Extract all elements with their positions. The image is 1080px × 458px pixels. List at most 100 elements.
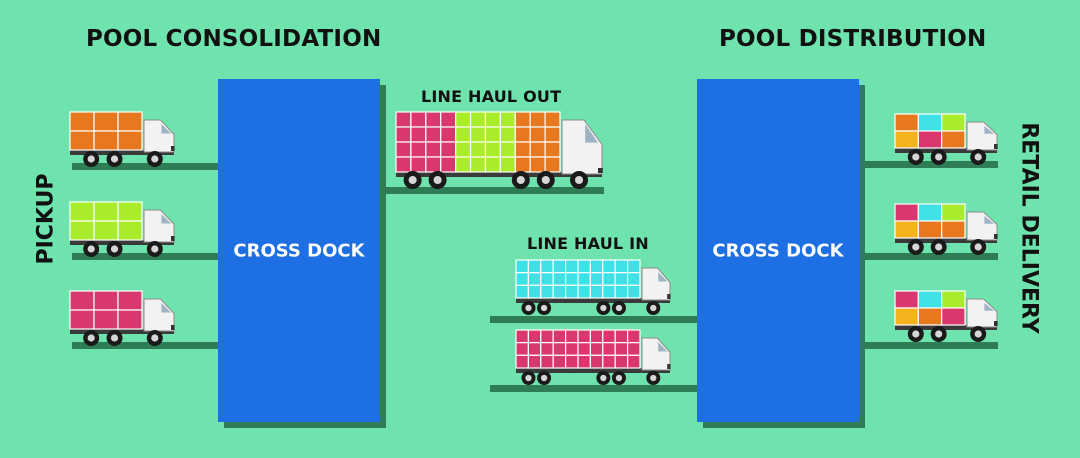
wheel-hub (87, 245, 95, 253)
cargo-box (455, 156, 472, 173)
cargo-box (602, 329, 616, 344)
truck-window (658, 342, 668, 352)
cargo-box (614, 284, 629, 299)
wheel-hub (516, 175, 525, 185)
cargo-box (917, 220, 943, 239)
cargo-box (117, 309, 143, 330)
retail-delivery-truck (894, 203, 998, 255)
cargo-box (552, 354, 567, 369)
cargo-box (614, 329, 629, 344)
line-haul-out-label: LINE HAUL OUT (421, 87, 562, 106)
truck-cab (966, 121, 998, 151)
cargo-box (602, 342, 616, 356)
wheel-hub (650, 304, 657, 312)
cargo-box (894, 203, 919, 222)
cargo-box (425, 126, 442, 143)
cargo-box (589, 342, 604, 356)
cargo-box (93, 309, 119, 330)
cargo-box (894, 290, 919, 309)
cargo-box (117, 111, 143, 132)
cargo-box (515, 259, 529, 274)
cargo-box (440, 156, 457, 173)
cargo-box (499, 111, 516, 128)
line-haul-out-truck (395, 111, 603, 189)
cargo-box (410, 126, 427, 143)
line-haul-out-road (378, 187, 604, 194)
cargo-box (69, 220, 95, 241)
cargo-box (425, 156, 442, 173)
wheel-hub (600, 304, 607, 312)
cargo-box (614, 272, 629, 286)
cargo-box (69, 201, 95, 222)
truck-window (984, 126, 994, 134)
pool-distribution-heading: POOL DISTRIBUTION (719, 26, 987, 52)
cargo-box (626, 272, 641, 286)
cargo-box (410, 111, 427, 128)
cargo-box (894, 130, 919, 149)
cargo-box (469, 126, 487, 143)
line-haul-in-road-1 (490, 316, 700, 323)
cargo-box (564, 272, 579, 286)
cargo-box (894, 307, 919, 326)
cargo-box (529, 126, 546, 143)
cargo-box (410, 156, 427, 173)
cargo-box (469, 156, 487, 173)
truck-chassis (895, 148, 997, 153)
left-cross-dock-label: CROSS DOCK (233, 240, 365, 261)
wheel-hub (151, 334, 159, 342)
cargo-box (941, 130, 966, 149)
cargo-box (527, 329, 542, 344)
cargo-box (117, 290, 143, 311)
cargo-box (514, 126, 531, 143)
wheel-hub (974, 330, 982, 338)
wheel-hub (974, 243, 982, 251)
truck-window (984, 303, 994, 311)
wheel-hub (110, 245, 119, 253)
cargo-box (626, 284, 641, 299)
truck-chassis (396, 172, 602, 177)
cargo-box (514, 111, 531, 128)
cargo-box (410, 141, 427, 158)
cargo-box (499, 141, 516, 158)
cargo-box (117, 220, 143, 241)
pickup-road-1 (72, 163, 220, 170)
cargo-box (626, 342, 641, 356)
retail-road-3 (858, 342, 998, 349)
cargo-box (577, 354, 591, 369)
cargo-box (469, 141, 487, 158)
truck-window (585, 124, 598, 143)
cargo-box (540, 329, 554, 344)
line-haul-in-label: LINE HAUL IN (527, 234, 649, 253)
cargo-box (614, 354, 629, 369)
cargo-box (499, 126, 516, 143)
truck-chassis (895, 238, 997, 243)
wheel-hub (151, 155, 159, 163)
line-haul-in-truck (515, 329, 671, 385)
cargo-box (527, 259, 542, 274)
right-cross-dock: CROSS DOCK (697, 79, 859, 422)
cargo-box (69, 290, 95, 311)
cargo-box (484, 156, 501, 173)
truck-chassis (516, 298, 670, 303)
truck-chassis (516, 368, 670, 373)
cargo-box (544, 156, 561, 173)
cargo-box (425, 111, 442, 128)
cargo-box (527, 342, 542, 356)
cargo-box (589, 329, 604, 344)
truck-bumper (994, 234, 998, 239)
cargo-box (93, 220, 119, 241)
truck-window (658, 272, 668, 282)
wheel-hub (541, 175, 550, 185)
cargo-box (552, 272, 567, 286)
wheel-hub (408, 175, 417, 185)
wheel-hub (87, 155, 95, 163)
wheel-hub (525, 374, 532, 382)
cargo-box (589, 259, 604, 274)
truck-bumper (667, 364, 671, 369)
cargo-box (540, 259, 554, 274)
truck-chassis (70, 240, 174, 245)
cargo-box (395, 126, 412, 143)
cargo-box (564, 284, 579, 299)
retail-delivery-label: RETAIL DELIVERY (1016, 122, 1042, 334)
pickup-truck (69, 290, 175, 346)
